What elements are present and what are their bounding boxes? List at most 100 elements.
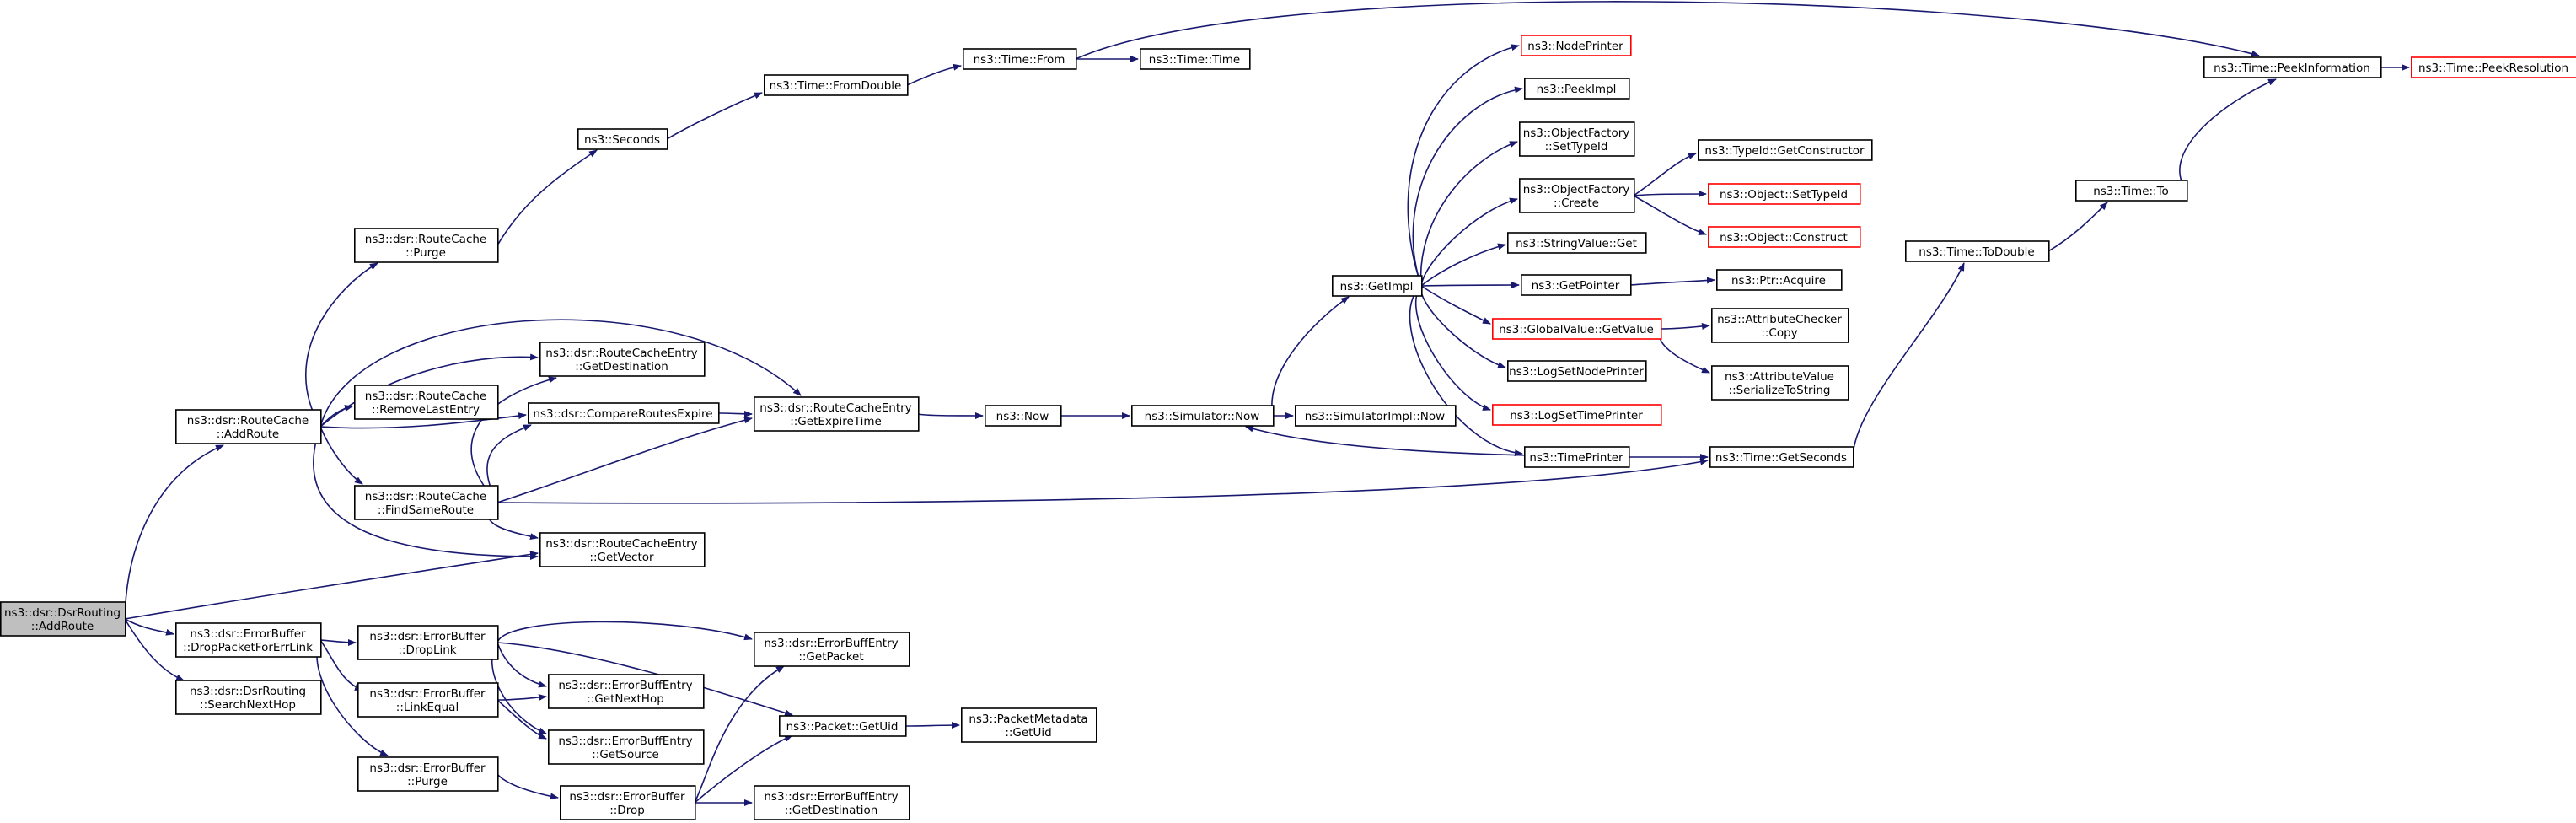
- node-getpointer[interactable]: ns3::GetPointer: [1521, 274, 1632, 296]
- node-pktmeta-getuid[interactable]: ns3::PacketMetadata::GetUid: [961, 707, 1097, 743]
- edge-getimpl-to-getpointer: [1420, 282, 1520, 289]
- node-rce-getvector[interactable]: ns3::dsr::RouteCacheEntry::GetVector: [539, 532, 706, 567]
- node-label-line: ns3::dsr::ErrorBuffEntry: [764, 790, 898, 804]
- node-box: [985, 405, 1062, 427]
- node-typeid-getctor[interactable]: ns3::TypeId::GetConstructor: [1698, 139, 1873, 161]
- edge-time_getseconds-to-time_todouble: [1852, 262, 1965, 458]
- node-ebe-getdest[interactable]: ns3::dsr::ErrorBuffEntry::GetDestination: [753, 785, 910, 820]
- node-attrvalue-ser[interactable]: ns3::AttributeValue::SerializeToString: [1711, 365, 1849, 401]
- node-box: [547, 674, 705, 709]
- node-label-line: ns3::TypeId::GetConstructor: [1704, 144, 1865, 158]
- node-box: [175, 409, 322, 444]
- node-object-settypeid[interactable]: ns3::Object::SetTypeId: [1708, 183, 1861, 205]
- node-label-line: ns3::Time::FromDouble: [770, 79, 902, 93]
- node-label-line: ::Create: [1554, 196, 1599, 210]
- node-layer: ns3::dsr::DsrRouting::AddRoutens3::dsr::…: [0, 35, 2576, 820]
- node-rce-getdest[interactable]: ns3::dsr::RouteCacheEntry::GetDestinatio…: [539, 342, 706, 377]
- node-box: [963, 48, 1077, 70]
- node-time-time[interactable]: ns3::Time::Time: [1140, 48, 1251, 70]
- node-box: [353, 385, 499, 420]
- node-label-line: ::GetUid: [1005, 726, 1051, 740]
- node-ebe-getnexthop[interactable]: ns3::dsr::ErrorBuffEntry::GetNextHop: [547, 674, 705, 709]
- node-stringvalue-get[interactable]: ns3::StringValue::Get: [1507, 232, 1647, 254]
- node-searchnexthop[interactable]: ns3::dsr::DsrRouting::SearchNextHop: [175, 680, 322, 715]
- node-label-line: ::Purge: [405, 246, 446, 260]
- node-eb-droplink[interactable]: ns3::dsr::ErrorBuffer::DropLink: [357, 625, 499, 660]
- node-seconds[interactable]: ns3::Seconds: [577, 128, 668, 150]
- node-ebe-getsource[interactable]: ns3::dsr::ErrorBuffEntry::GetSource: [547, 729, 705, 765]
- edge-time_to-to-peekinfo: [2179, 78, 2277, 191]
- node-box: [1492, 318, 1662, 340]
- edge-eb_droplink-to-packet_getuid: [496, 642, 793, 717]
- node-box: [1711, 365, 1849, 401]
- node-timeprinter[interactable]: ns3::TimePrinter: [1524, 446, 1630, 468]
- node-of-create[interactable]: ns3::ObjectFactory::Create: [1519, 178, 1635, 213]
- node-time-getseconds[interactable]: ns3::Time::GetSeconds: [1709, 446, 1854, 468]
- edge-compare-to-rce_getexpire: [717, 410, 753, 417]
- node-label-line: ns3::TimePrinter: [1529, 451, 1623, 465]
- node-label-line: ::GetDestination: [785, 804, 878, 817]
- node-rce-getexpire[interactable]: ns3::dsr::RouteCacheEntry::GetExpireTime: [753, 396, 920, 432]
- node-label-line: ns3::PeekImpl: [1537, 83, 1617, 96]
- node-addroute-dsr[interactable]: ns3::dsr::DsrRouting::AddRoute: [0, 601, 126, 637]
- node-eb-drop[interactable]: ns3::dsr::ErrorBuffer::Drop: [559, 785, 696, 820]
- node-compare[interactable]: ns3::dsr::CompareRoutesExpire: [527, 402, 720, 424]
- node-rc-purge[interactable]: ns3::dsr::RouteCache::Purge: [353, 228, 499, 263]
- node-box: [1711, 308, 1849, 343]
- node-time-from[interactable]: ns3::Time::From: [963, 48, 1077, 70]
- node-label-line: ::GetSource: [592, 748, 659, 761]
- node-ebe-getpacket[interactable]: ns3::dsr::ErrorBuffEntry::GetPacket: [753, 632, 910, 667]
- node-eb-linkequal[interactable]: ns3::dsr::ErrorBuffer::LinkEqual: [357, 682, 499, 718]
- edge-getimpl-to-peekimpl: [1412, 86, 1523, 287]
- node-attrchecker-copy[interactable]: ns3::AttributeChecker::Copy: [1711, 308, 1849, 343]
- node-packet-getuid[interactable]: ns3::Packet::GetUid: [778, 715, 907, 737]
- node-globalvalue[interactable]: ns3::GlobalValue::GetValue: [1492, 318, 1662, 340]
- edge-rc_addroute-to-rc_findsame: [319, 426, 363, 485]
- node-label-line: ns3::ObjectFactory: [1523, 126, 1630, 140]
- node-box: [753, 632, 910, 667]
- node-peekres[interactable]: ns3::Time::PeekResolution: [2411, 56, 2576, 78]
- node-time-to[interactable]: ns3::Time::To: [2075, 180, 2188, 202]
- node-label-line: ns3::Time::From: [974, 53, 1065, 67]
- node-object-construct[interactable]: ns3::Object::Construct: [1708, 226, 1861, 248]
- node-nodeprinter[interactable]: ns3::NodePrinter: [1521, 35, 1632, 56]
- edge-rc_findsame-to-rce_getdest: [470, 376, 557, 503]
- node-peekimpl[interactable]: ns3::PeekImpl: [1524, 78, 1630, 100]
- node-ptr-acquire[interactable]: ns3::Ptr::Acquire: [1716, 269, 1843, 291]
- node-rc-removelast[interactable]: ns3::dsr::RouteCache::RemoveLastEntry: [353, 385, 499, 420]
- node-logsetnode[interactable]: ns3::LogSetNodePrinter: [1507, 360, 1647, 382]
- node-label-line: ::FindSameRoute: [378, 503, 474, 517]
- node-peekinfo[interactable]: ns3::Time::PeekInformation: [2203, 56, 2382, 78]
- edge-globalvalue-to-attrchecker_copy: [1660, 323, 1710, 330]
- edge-rc_findsame-to-rce_getexpire: [496, 417, 753, 503]
- node-box: [2075, 180, 2188, 202]
- node-label-line: ns3::dsr::ErrorBuffer: [369, 630, 486, 643]
- node-box: [357, 682, 499, 718]
- node-box: [539, 342, 706, 377]
- node-rc-findsame[interactable]: ns3::dsr::RouteCache::FindSameRoute: [353, 485, 499, 520]
- edge-getimpl-to-logsettime: [1415, 285, 1491, 411]
- node-label-line: ns3::dsr::ErrorBuffer: [369, 761, 486, 775]
- edge-packet_getuid-to-pktmeta_getuid: [904, 722, 960, 729]
- node-now[interactable]: ns3::Now: [985, 405, 1062, 427]
- node-eb-dropforerr[interactable]: ns3::dsr::ErrorBuffer::DropPacketForErrL…: [175, 622, 322, 658]
- edge-globalvalue-to-attrvalue_ser: [1658, 328, 1710, 374]
- node-box: [1519, 121, 1635, 157]
- node-simimpl-now[interactable]: ns3::SimulatorImpl::Now: [1295, 405, 1457, 427]
- node-box: [577, 128, 668, 150]
- node-sim-now[interactable]: ns3::Simulator::Now: [1131, 405, 1275, 427]
- node-box: [1698, 139, 1873, 161]
- edge-rc_addroute-to-rce_getvector: [313, 426, 539, 560]
- node-rc-addroute[interactable]: ns3::dsr::RouteCache::AddRoute: [175, 409, 322, 444]
- node-label-line: ::RemoveLastEntry: [372, 403, 480, 417]
- node-fromdouble[interactable]: ns3::Time::FromDouble: [763, 74, 909, 96]
- node-box: [559, 785, 696, 820]
- node-label-line: ns3::SimulatorImpl::Now: [1305, 410, 1445, 423]
- node-eb-purge[interactable]: ns3::dsr::ErrorBuffer::Purge: [357, 756, 499, 792]
- node-getimpl[interactable]: ns3::GetImpl: [1332, 275, 1423, 297]
- node-label-line: ns3::dsr::RouteCache: [365, 490, 486, 503]
- node-of-settypeid[interactable]: ns3::ObjectFactory::SetTypeId: [1519, 121, 1635, 157]
- node-time-todouble[interactable]: ns3::Time::ToDouble: [1905, 240, 2050, 262]
- node-label-line: ::Drop: [609, 804, 645, 817]
- node-logsettime[interactable]: ns3::LogSetTimePrinter: [1492, 404, 1662, 426]
